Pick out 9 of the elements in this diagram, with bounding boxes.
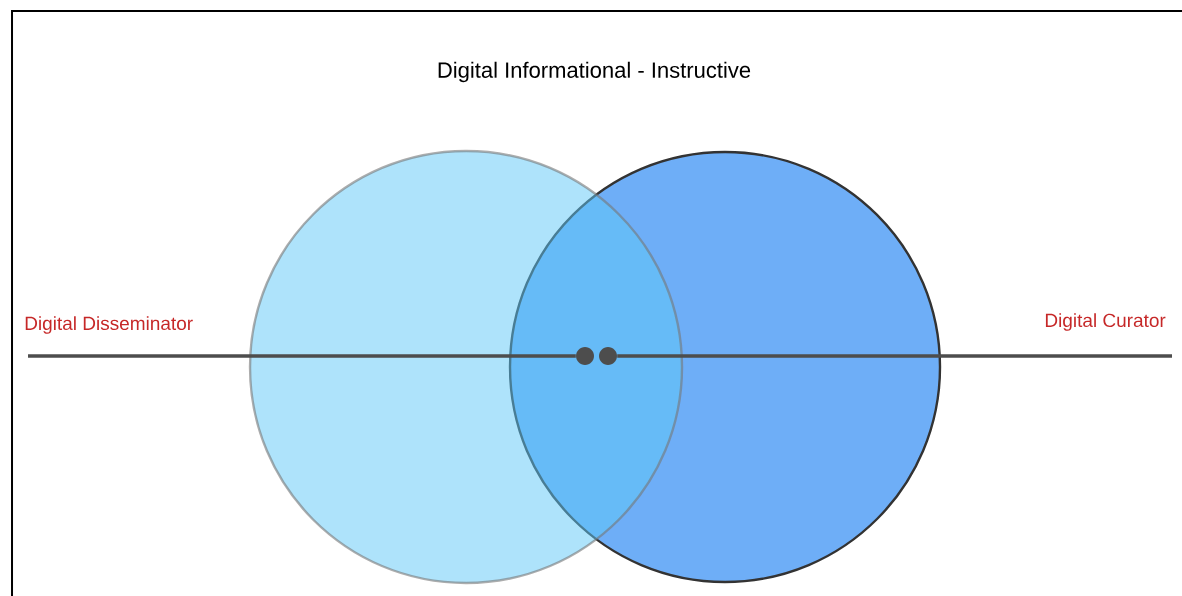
end-label: Digital Curator <box>1045 313 1166 331</box>
end-label: Digital Disseminator <box>25 316 193 334</box>
dot <box>599 347 617 365</box>
venn-circle <box>508 150 942 584</box>
dot <box>576 347 594 365</box>
venn-circle <box>248 149 684 585</box>
line <box>617 354 1172 358</box>
line <box>28 354 576 358</box>
title: Digital Informational - Instructive <box>438 61 751 83</box>
